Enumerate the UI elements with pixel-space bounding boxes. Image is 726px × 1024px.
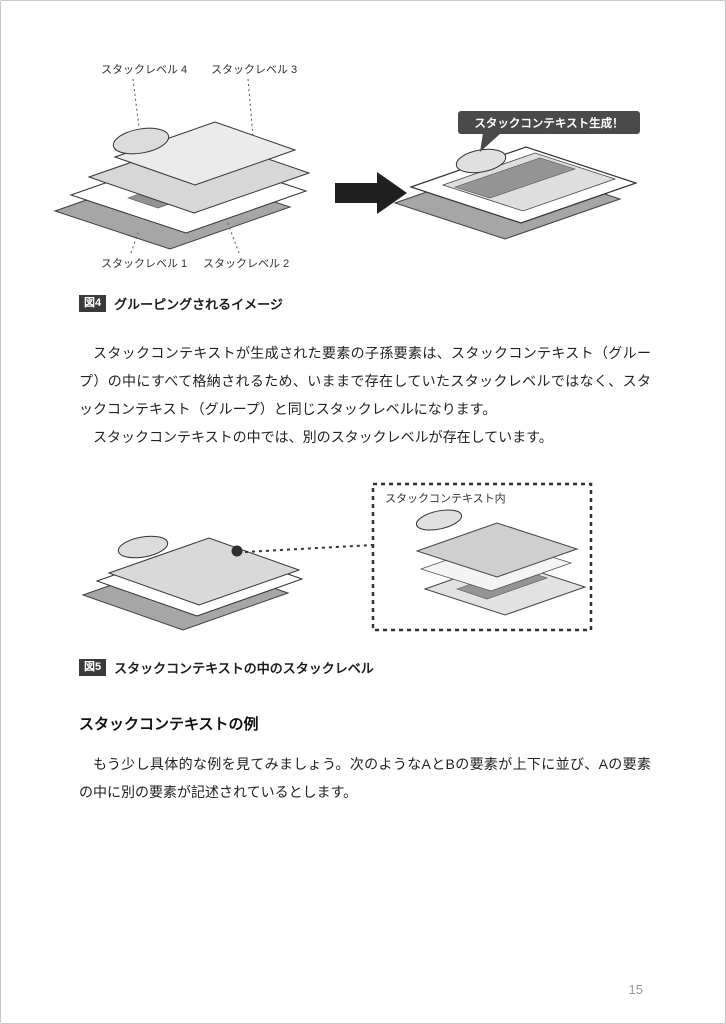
group-inner-bar [454,157,576,199]
context-stack [81,535,304,631]
arrow-right-icon [335,172,407,214]
paragraph-1: スタックコンテキストが生成された要素の子孫要素は、スタックコンテキスト（グループ… [79,345,651,417]
inner-ellipse [415,509,463,531]
inner-stack [415,509,587,616]
exploded-stack [53,121,311,250]
figure4-caption: 図4 グルーピングされるイメージ [79,294,725,313]
section-paragraphs: もう少し具体的な例を見てみましょう。次のようなAとBの要素が上下に並び、Aの要素… [79,750,651,806]
body-paragraphs: スタックコンテキストが生成された要素の子孫要素は、スタックコンテキスト（グループ… [79,339,651,451]
leader-line-level3 [247,78,254,138]
group-ellipse [455,148,507,174]
dotted-connector-line [244,544,374,553]
context-ellipse [117,535,169,559]
context-point-dot [231,545,243,557]
speech-bubble-body [458,111,640,134]
speech-bubble: スタックコンテキスト生成！ [458,111,640,152]
figure4-caption-tag: 図4 [79,294,107,313]
leader-line-level2 [226,220,240,254]
figure5-context-diagram: スタックコンテキスト内 [81,482,593,632]
figure5-caption: 図5 スタックコンテキストの中のスタックレベル [79,658,725,677]
stack-level-2-label: スタックレベル 2 [203,257,289,270]
figure5-caption-text: スタックコンテキストの中のスタックレベル [114,661,374,676]
stack-level-3-label: スタックレベル 3 [211,63,297,76]
context-light-sheet [107,537,301,606]
leader-line-level1 [130,232,139,254]
context-box-label: スタックコンテキスト内 [385,491,506,505]
sheet-level3b [113,121,297,186]
ellipse-level4 [112,127,170,155]
stack-level-1-label: スタックレベル 1 [101,257,187,270]
figure4-grouping-diagram: スタックレベル 4 スタックレベル 3 スタックレベル 1 スタックレベル 2 [53,63,640,270]
stack-level-4-label: スタックレベル 4 [101,63,187,76]
paragraph-2: スタックコンテキストの中では、別のスタックレベルが存在しています。 [93,429,553,445]
speech-bubble-pointer [480,133,501,152]
context-zoom-box [371,482,593,632]
grouped-stack [393,146,638,240]
section-heading: スタックコンテキストの例 [79,716,259,733]
leader-line-level4 [132,78,140,128]
paragraph-3: もう少し具体的な例を見てみましょう。次のようなAとBの要素が上下に並び、Aの要素… [79,756,651,800]
speech-bubble-text: スタックコンテキスト生成！ [474,116,623,130]
inner-sheet-top [415,522,579,578]
figure5-caption-tag: 図5 [79,658,107,677]
figure4-caption-text: グルーピングされるイメージ [114,297,283,312]
page-number: 15 [628,982,643,997]
